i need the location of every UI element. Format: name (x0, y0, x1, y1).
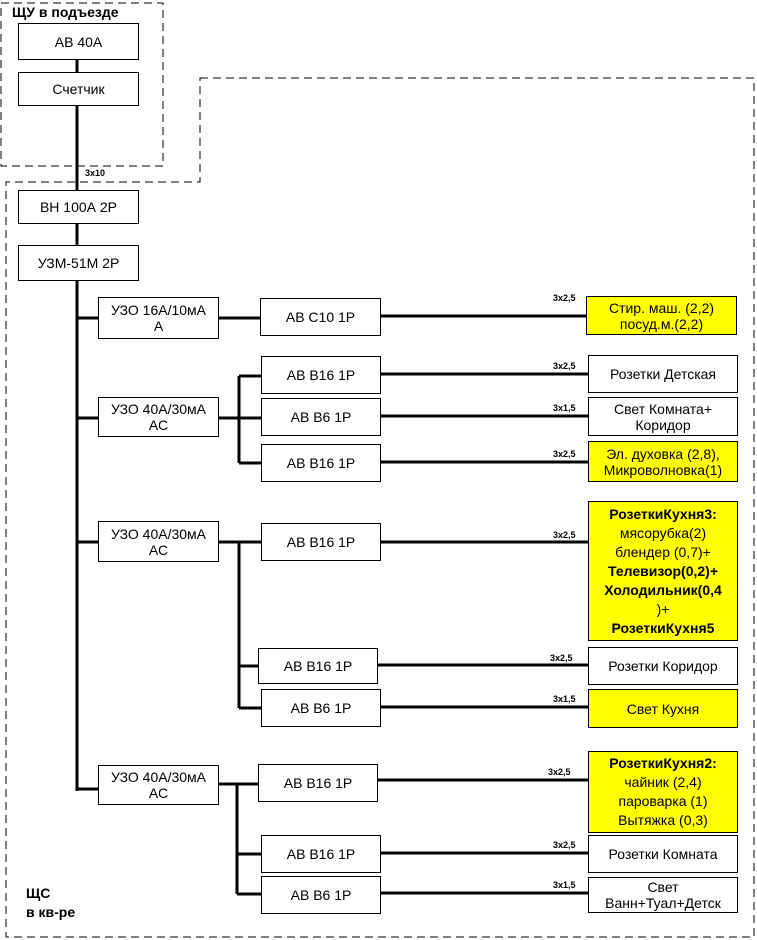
load-line: пароварка (1) (618, 793, 708, 809)
load-line: РозеткиКухня2: (609, 755, 717, 771)
main-breaker-box: АВ 40А (18, 23, 139, 60)
load-box: Розетки Коридор (588, 647, 738, 685)
load-line: Телевизор(0,2)+ (607, 562, 719, 579)
zone-shs-title-line1: ЩС (26, 885, 51, 901)
rcd-type: АС (148, 541, 169, 558)
uzm-box: УЗМ-51М 2Р (18, 245, 139, 281)
rcd-label: УЗО 40А/30мА (111, 525, 206, 542)
load-box: Розетки Детская (588, 355, 738, 393)
zone-shs-title: ЩС в кв-ре (26, 884, 75, 922)
rcd-box-3: УЗО 40А/30мА АС (98, 521, 219, 562)
main-cable-label: 3х10 (85, 168, 106, 178)
load-line: Ванн+Туал+Детск (605, 895, 721, 911)
load-line: РозеткиКухня3: (609, 505, 717, 522)
breaker-label: АВ В6 1Р (290, 887, 352, 903)
load-line: Розетки Комната (608, 846, 718, 862)
load-box: Стир. маш. (2,2) посуд.м.(2,2) (586, 296, 737, 335)
load-line: Розетки Коридор (608, 658, 718, 674)
cable-label: 3х2,5 (553, 293, 576, 303)
breaker-label: АВ В6 1Р (290, 700, 352, 716)
load-line: Холодильник(0,4 (604, 581, 722, 598)
main-switch-label: ВН 100А 2Р (39, 199, 118, 215)
load-box: Эл. духовка (2,8), Микроволновка(1) (588, 441, 738, 482)
load-line: Микроволновка(1) (603, 461, 723, 478)
cable-label: 3х2,5 (553, 361, 576, 371)
breaker-box: АВ В16 1Р (261, 523, 381, 561)
main-breaker-label: АВ 40А (54, 33, 103, 50)
load-line: Вытяжка (0,3) (618, 812, 708, 828)
cable-label: 3х1,5 (553, 694, 576, 704)
breaker-label: АВ С10 1Р (285, 309, 356, 325)
breaker-label: АВ В16 1Р (286, 455, 356, 471)
wires (75, 60, 588, 896)
rcd-label: УЗО 16А/10мА (111, 302, 206, 318)
breaker-box: АВ В16 1Р (258, 764, 378, 802)
zone-shu-border (0, 2, 164, 167)
breaker-box: АВ В6 1Р (261, 398, 381, 436)
rcd-label: УЗО 40А/30мА (111, 769, 206, 785)
breaker-box: АВ В16 1Р (261, 444, 381, 482)
zone-shs-border (5, 77, 755, 938)
breaker-label: АВ В16 1Р (283, 775, 353, 791)
load-box: РозеткиКухня2: чайник (2,4) пароварка (1… (588, 751, 738, 833)
breaker-box: АВ В6 1Р (261, 876, 381, 914)
breaker-label: АВ В6 1Р (290, 409, 352, 425)
rcd-box-4: УЗО 40А/30мА АС (98, 765, 219, 805)
breaker-box: АВ В16 1Р (261, 835, 381, 873)
load-line: Свет Кухня (626, 700, 700, 717)
breaker-box: АВ С10 1Р (260, 298, 381, 336)
breaker-box: АВ В16 1Р (261, 356, 381, 394)
meter-box: Счетчик (18, 72, 139, 106)
zone-shu-title: ЩУ в подъезде (12, 4, 119, 20)
breaker-box: АВ В16 1Р (258, 648, 378, 684)
load-box: Розетки Комната (588, 835, 738, 873)
rcd-type: АС (148, 785, 169, 801)
breaker-label: АВ В16 1Р (286, 846, 356, 862)
breaker-label: АВ В16 1Р (286, 534, 356, 550)
zone-shs-title-line2: в кв-ре (26, 904, 76, 920)
load-line: Коридор (635, 416, 691, 433)
load-line: РозеткиКухня5 (611, 619, 715, 636)
cable-label: 3х2,5 (550, 653, 573, 663)
load-line: Эл. духовка (2,8), (606, 445, 720, 462)
load-line: посуд.м.(2,2) (619, 315, 704, 332)
cable-label: 3х2,5 (553, 449, 576, 459)
load-line: Розетки Детская (609, 366, 717, 382)
load-box: Свет Ванн+Туал+Детск (588, 877, 738, 913)
meter-label: Счетчик (52, 81, 105, 97)
breaker-label: АВ В16 1Р (286, 367, 356, 383)
rcd-box-2: УЗО 40А/30мА АС (98, 397, 219, 437)
cable-label: 3х1,5 (553, 403, 576, 413)
breaker-label: АВ В16 1Р (283, 658, 353, 674)
rcd-box-1: УЗО 16А/10мА А (98, 297, 219, 339)
cable-label: 3х1,5 (553, 880, 576, 890)
load-line: Свет Комната+ (613, 400, 712, 417)
cable-label: 3х2,5 (553, 530, 576, 540)
load-box: Свет Кухня (588, 689, 738, 728)
cable-label: 3х2,5 (553, 840, 576, 850)
rcd-type: АС (148, 417, 169, 433)
load-line: )+ (656, 600, 670, 617)
load-line: чайник (2,4) (624, 774, 702, 790)
load-line: блендер (0,7)+ (615, 543, 711, 560)
cable-label: 3х2,5 (548, 767, 571, 777)
load-line: Свет (647, 879, 679, 895)
load-line: Стир. маш. (2,2) (608, 299, 715, 316)
breaker-box: АВ В6 1Р (261, 689, 381, 727)
rcd-type: А (153, 318, 164, 334)
load-box: РозеткиКухня3: мясорубка(2) блендер (0,7… (588, 501, 738, 641)
rcd-label: УЗО 40А/30мА (111, 401, 206, 417)
load-box: Свет Комната+ Коридор (588, 397, 738, 436)
uzm-label: УЗМ-51М 2Р (37, 255, 120, 271)
load-line: мясорубка(2) (619, 524, 707, 541)
main-switch-box: ВН 100А 2Р (18, 190, 139, 224)
